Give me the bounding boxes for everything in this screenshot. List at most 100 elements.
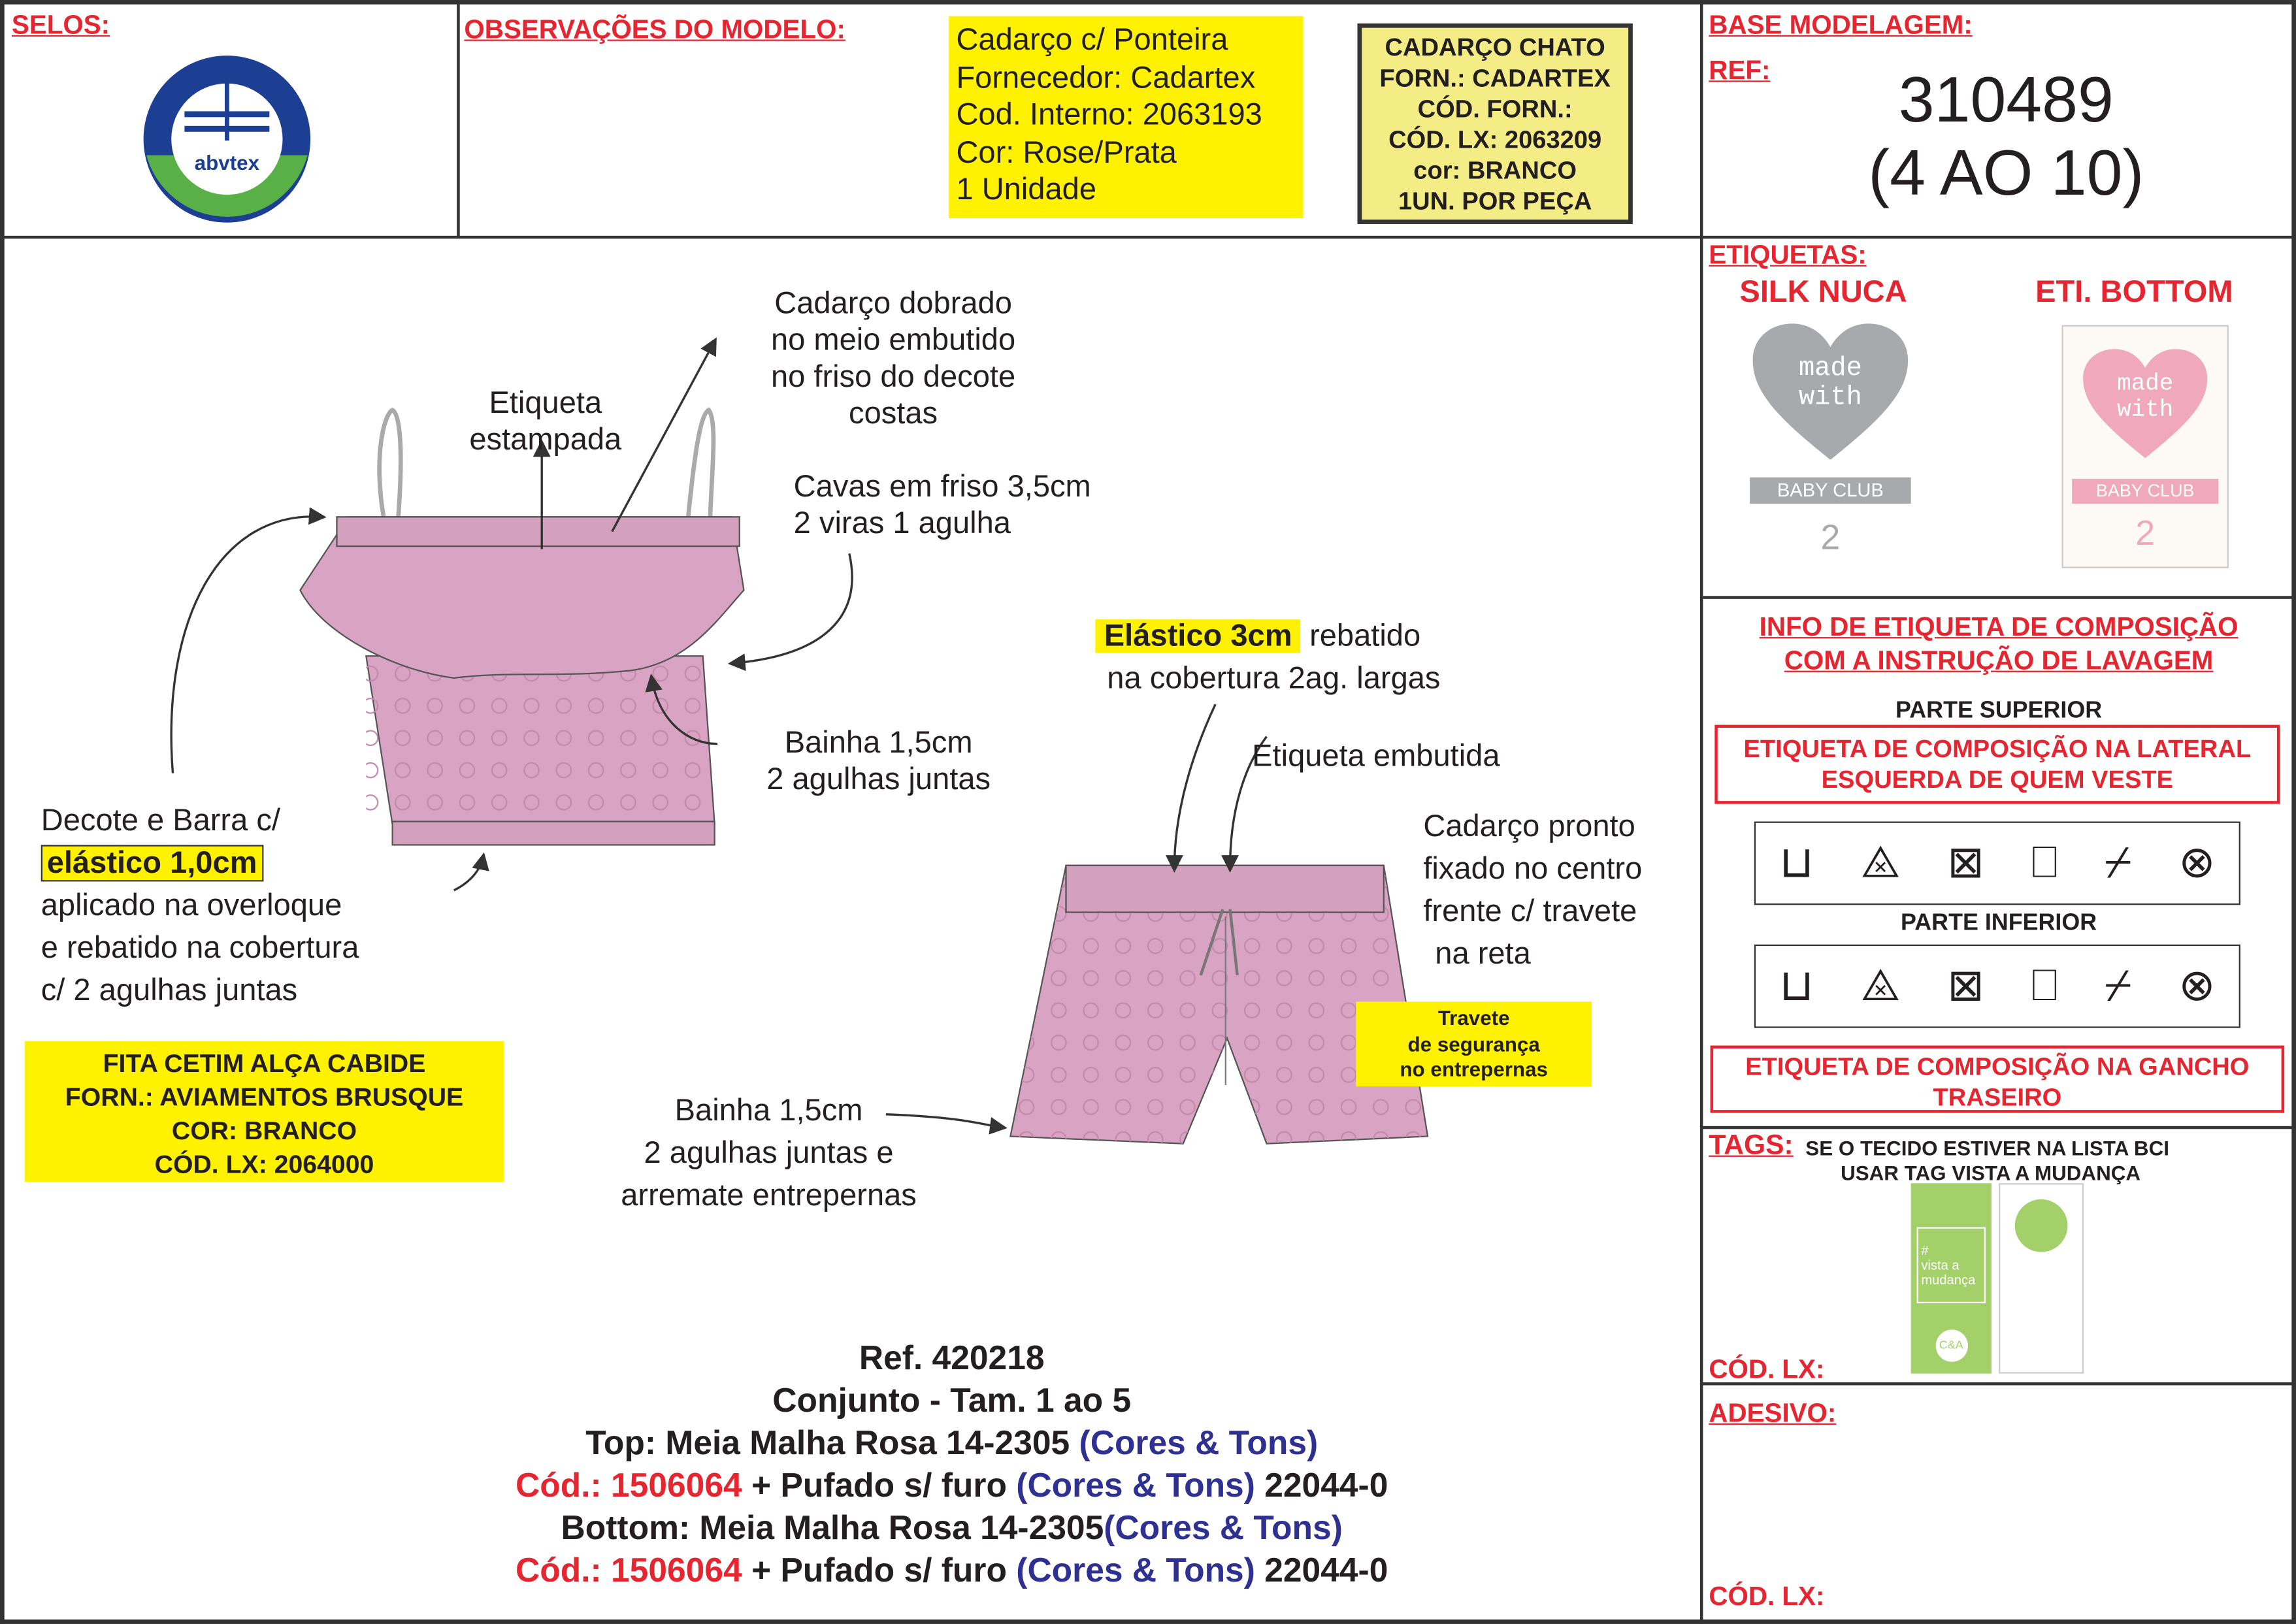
highlight: elástico 1,0cm xyxy=(41,845,263,882)
divider xyxy=(1701,1382,2296,1386)
brand: BABY CLUB xyxy=(2072,479,2219,504)
no-bleach-icon: ⨻ xyxy=(1860,961,1900,1010)
parte-inferior-label: PARTE INFERIOR xyxy=(1901,911,2097,936)
t: e rebatido na cobertura xyxy=(41,931,359,966)
t: frente c/ travete xyxy=(1423,894,1637,929)
label-bainha-bottom: Bainha 1,5cm 2 agulhas juntas e arremate e… xyxy=(571,1090,966,1217)
t: de segurança xyxy=(1407,1031,1540,1056)
t: arremate entrepernas xyxy=(621,1178,917,1213)
t: INFO DE ETIQUETA DE COMPOSIÇÃO xyxy=(1759,611,2239,641)
t: na cobertura 2ag. largas xyxy=(1107,662,1441,696)
t: with xyxy=(1798,383,1862,414)
t: FITA CETIM ALÇA CABIDE xyxy=(103,1048,426,1078)
t: Cadarço dobrado xyxy=(774,287,1012,321)
border xyxy=(0,0,5,1624)
no-iron-icon: ⌿ xyxy=(2105,838,2131,887)
t: (Cores & Tons) xyxy=(1016,1465,1255,1504)
t: Bainha 1,5cm xyxy=(674,1094,863,1128)
garment-drawings xyxy=(170,337,1429,1145)
label-etiqueta-embutida: Etiqueta embutida xyxy=(1252,739,1500,773)
t: Bottom: Meia Malha Rosa 14-2305 xyxy=(561,1508,1104,1547)
t: 2 viras 1 agulha xyxy=(793,506,1011,541)
no-tumble-dry-icon: ⊠ xyxy=(1947,961,1984,1010)
abvtex-logo: abvtex xyxy=(143,56,311,223)
ref-block: 310489 (4 AO 10) xyxy=(1757,65,2255,211)
ca-logo: C&A xyxy=(1935,1329,1967,1362)
t: fixado no centro xyxy=(1423,852,1643,886)
t: no entrepernas xyxy=(1400,1057,1548,1081)
t: ESQUERDA DE QUEM VESTE xyxy=(1821,766,2174,794)
box-line: cor: BRANCO xyxy=(1413,156,1577,185)
label-elastico: Elástico 3cm rebatido na cobertura 2ag. … xyxy=(1095,615,1440,700)
t: 22044-0 xyxy=(1255,1465,1388,1504)
fita-cetim-box: FITA CETIM ALÇA CABIDE FORN.: AVIAMENTOS … xyxy=(25,1041,504,1182)
t: vista a xyxy=(1921,1258,1960,1273)
border xyxy=(0,1619,2296,1624)
t: Etiqueta xyxy=(489,386,602,421)
t: Bainha 1,5cm xyxy=(784,726,973,760)
brand: BABY CLUB xyxy=(1750,477,1911,504)
box-line: CÓD. FORN.: xyxy=(1417,95,1573,123)
t: na reta xyxy=(1435,937,1531,971)
observacoes-label: OBSERVAÇÕES DO MODELO: xyxy=(464,14,845,44)
t: # xyxy=(1921,1243,1929,1258)
t: with xyxy=(2117,397,2174,423)
t: CÓD. LX: 2064000 xyxy=(154,1149,374,1179)
t: made xyxy=(1798,354,1862,384)
selos-label: SELOS: xyxy=(11,10,110,40)
divider xyxy=(1699,0,1703,1624)
t: estampada xyxy=(469,423,622,457)
divider xyxy=(457,0,460,238)
box-line: CÓD. LX: 2063209 xyxy=(1388,125,1602,154)
note-line: Cod. Interno: 2063193 xyxy=(956,98,1262,132)
svg-text:abvtex: abvtex xyxy=(195,152,260,174)
care-symbols-top: ⊔⨻⊠⎕⌿⊗ xyxy=(1754,821,2240,905)
t: 2 agulhas juntas e xyxy=(644,1136,894,1171)
divider xyxy=(1701,1126,2296,1129)
top-drawing xyxy=(299,407,745,846)
highlight: Elástico 3cm xyxy=(1095,619,1302,653)
callout-arrows xyxy=(170,337,1268,1135)
box-line: CADARÇO CHATO xyxy=(1385,33,1605,62)
size: 2 xyxy=(1820,518,1841,559)
t: ETIQUETA DE COMPOSIÇÃO NA GANCHO xyxy=(1745,1052,2250,1081)
t: aplicado na overloque xyxy=(41,888,342,923)
t: Cód.: 1506064 xyxy=(516,1550,742,1589)
t: mudança xyxy=(1921,1272,1976,1288)
line-dry-icon: ⎕ xyxy=(2031,961,2058,1010)
divider xyxy=(0,235,2296,239)
adesivo-label: ADESIVO: xyxy=(1709,1398,1837,1428)
t: TRASEIRO xyxy=(1933,1083,2062,1112)
t: ETIQUETA DE COMPOSIÇÃO NA LATERAL xyxy=(1743,735,2252,763)
t: c/ 2 agulhas juntas xyxy=(41,973,298,1008)
ref-number: 310489 xyxy=(1898,64,2114,137)
ref-label: REF: xyxy=(1709,56,1771,86)
t: (Cores & Tons) xyxy=(1016,1550,1255,1589)
t: USAR TAG VISTA A MUDANÇA xyxy=(1841,1161,2141,1185)
t: SE O TECIDO ESTIVER NA LISTA BCI xyxy=(1805,1136,2169,1160)
ref-sizes: (4 AO 10) xyxy=(1868,137,2144,210)
size: 2 xyxy=(2135,513,2156,554)
t: FORN.: AVIAMENTOS BRUSQUE xyxy=(65,1082,464,1112)
note-line: Cadarço c/ Ponteira xyxy=(956,23,1228,57)
hand-wash-icon: ⊔ xyxy=(1779,838,1814,887)
line-dry-icon: ⎕ xyxy=(2031,838,2058,887)
box-line: FORN.: CADARTEX xyxy=(1379,64,1611,93)
t: + Pufado s/ furo xyxy=(742,1465,1017,1504)
box-line: 1UN. POR PEÇA xyxy=(1398,187,1592,216)
tags-label: TAGS: xyxy=(1709,1130,1794,1161)
t: made xyxy=(2117,370,2174,397)
t: 22044-0 xyxy=(1255,1550,1388,1589)
lateral-box: ETIQUETA DE COMPOSIÇÃO NA LATERAL ESQUERD… xyxy=(1714,724,2280,804)
tag-back xyxy=(1999,1183,2084,1374)
